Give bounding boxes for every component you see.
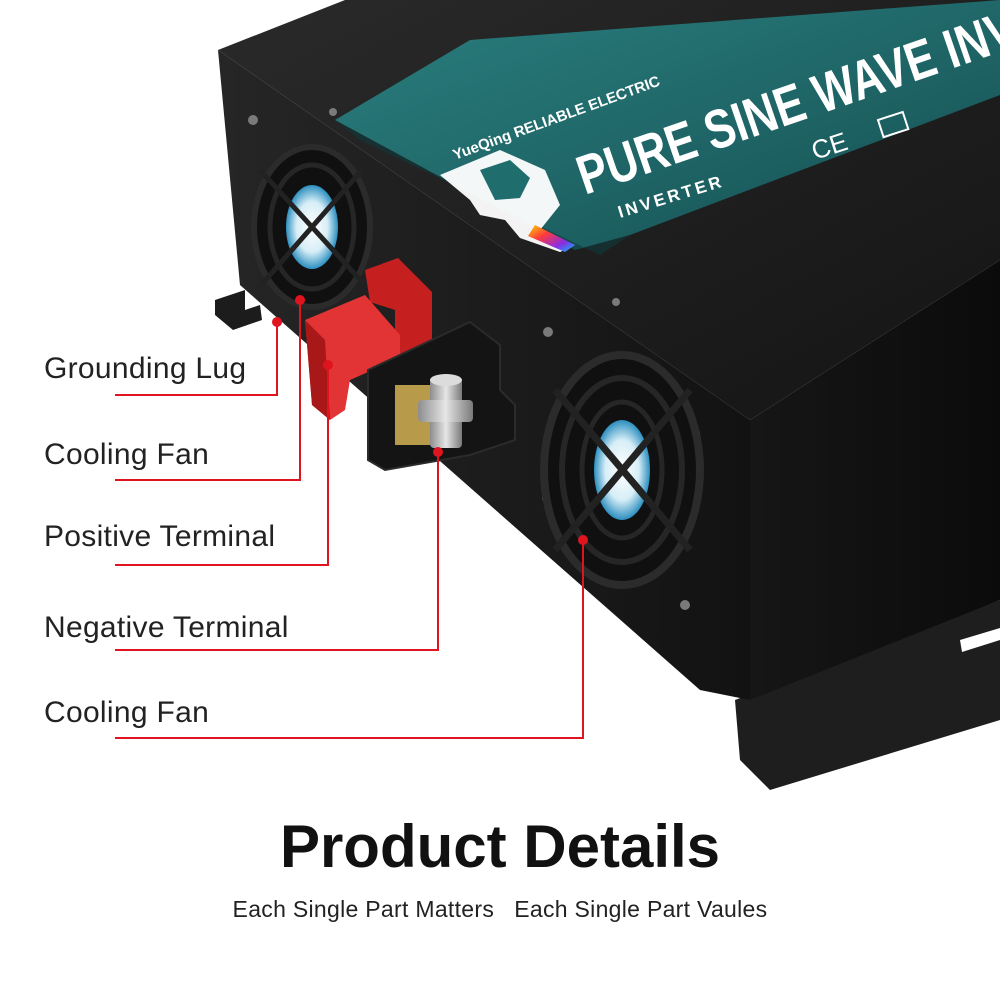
- mounting-slot: [960, 628, 1000, 652]
- logo-mark: [440, 150, 575, 252]
- page-title: Product Details: [279, 813, 721, 880]
- cert-box: [876, 110, 910, 139]
- fan-icon: [540, 351, 704, 589]
- negative-terminal: [367, 320, 516, 472]
- callout-cooling-fan-1: Cooling Fan: [44, 438, 210, 471]
- left-flange: [215, 290, 262, 330]
- positive-terminal: [305, 258, 432, 420]
- mounting-flange: [735, 600, 1000, 790]
- callout-grounding-lug: Grounding Lug: [44, 352, 247, 385]
- fan-icon: [251, 144, 373, 310]
- callout-lines: [115, 300, 584, 739]
- bolt-icon: [418, 374, 473, 448]
- page-subtitle: Each Single Part Matters Each Single Par…: [232, 896, 768, 922]
- callout-negative-terminal: Negative Terminal: [44, 611, 289, 644]
- right-face: [750, 260, 1000, 700]
- callout-positive-terminal: Positive Terminal: [44, 520, 276, 553]
- callout-cooling-fan-2: Cooling Fan: [44, 696, 210, 729]
- callout-dots: [272, 295, 588, 545]
